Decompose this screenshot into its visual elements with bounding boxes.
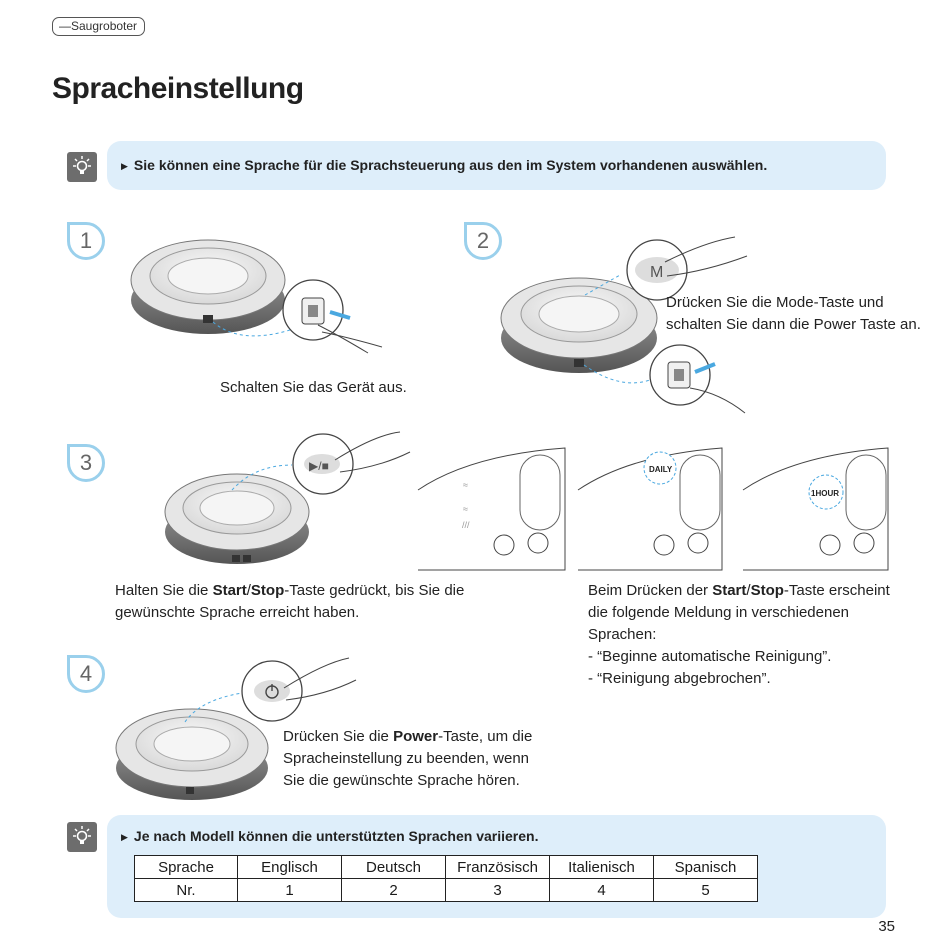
number-cell: 3 (445, 878, 550, 902)
right-caption-line-5: - “Reinigung abgebrochen”. (588, 670, 771, 687)
step-2-number: 2 (464, 222, 502, 260)
language-cell: Spanisch (653, 855, 758, 879)
step-1-number: 1 (67, 222, 105, 260)
control-panel-1: ≈ ≈ /// (417, 447, 566, 571)
step-3-slash: / (246, 582, 251, 599)
step-3-caption-post: -Taste gedrückt, bis Sie die (284, 582, 465, 599)
right-slash: / (746, 582, 751, 599)
step-3-right-caption: Beim Drücken der Start/Stop-Taste ersche… (588, 580, 890, 690)
right-start-label: Start (712, 582, 747, 599)
right-caption-line-3: Sprachen: (588, 626, 657, 643)
number-cell: 2 (341, 878, 446, 902)
step-4-caption: Drücken Sie die Power-Taste, um die Spra… (283, 726, 532, 792)
page-title: Spracheinstellung (52, 72, 304, 105)
mode-key-label: M (650, 264, 663, 281)
right-stop-label: Stop (750, 582, 784, 599)
number-cell: 5 (653, 878, 758, 902)
svg-text:///: /// (462, 520, 470, 530)
right-caption-line-2: die folgende Meldung in verschiedenen (588, 604, 850, 621)
tip-1-text: Sie können eine Sprache für die Sprachst… (133, 157, 768, 173)
step-3-number: 3 (67, 444, 105, 482)
robot-vacuum-step-4 (115, 708, 269, 800)
control-panel-2: DAILY (577, 447, 723, 571)
power-switch-detail-2 (649, 344, 746, 414)
table-row-label: Nr. (134, 878, 238, 902)
svg-text:≈: ≈ (463, 480, 468, 490)
robot-vacuum-step-1 (130, 239, 286, 334)
step-2-caption: Drücken Sie die Mode-Taste und schalten … (666, 292, 921, 336)
power-button-detail (241, 657, 357, 722)
number-cell: 1 (237, 878, 342, 902)
triangle-bullet-icon: ▶ (121, 161, 128, 171)
power-switch-detail-1 (282, 279, 383, 354)
step-4-caption-pre: Drücken Sie die (283, 728, 394, 745)
tip-box-1: ▶ Sie können eine Sprache für die Sprachs… (107, 141, 886, 190)
right-caption-line-4: - “Beginne automatische Reinigung”. (588, 648, 832, 665)
lightbulb-icon (67, 822, 97, 852)
step-4-power-label: Power (393, 728, 439, 745)
step-1-caption: Schalten Sie das Gerät aus. (220, 379, 407, 396)
control-panel-3: 1HOUR (742, 447, 889, 571)
language-table: Sprache Englisch Deutsch Französisch Ita… (134, 855, 758, 902)
step-3-stop-label: Stop (250, 582, 285, 599)
lightbulb-icon (67, 152, 97, 182)
svg-text:▶/■: ▶/■ (309, 459, 329, 473)
step-4-caption-post: -Taste, um die (438, 728, 533, 745)
step-2-caption-line-2: schalten Sie dann die Power Taste an. (666, 316, 921, 333)
step-2-caption-line-1: Drücken Sie die Mode-Taste und (666, 294, 884, 311)
mode-button-detail: M (626, 236, 748, 301)
page-number: 35 (878, 918, 895, 935)
section-tag-label: Saugroboter (71, 19, 138, 33)
robot-vacuum-step-2 (500, 277, 658, 373)
right-caption-post: -Taste erscheint (783, 582, 890, 599)
table-row: Sprache Englisch Deutsch Französisch Ita… (134, 855, 758, 879)
tip-2: ▶ Je nach Modell können die unterstützten… (121, 828, 538, 844)
daily-label: DAILY (649, 465, 673, 474)
step-4-number: 4 (67, 655, 105, 693)
step-4-caption-line-3: Sie die gewünschte Sprache hören. (283, 772, 520, 789)
tip-2-text: Je nach Modell können die unterstützten … (133, 828, 539, 844)
step-3-caption-line-2: gewünschte Sprache erreicht haben. (115, 604, 360, 621)
robot-vacuum-step-3 (164, 473, 310, 564)
hour-label: 1HOUR (811, 489, 839, 498)
svg-text:≈: ≈ (463, 504, 468, 514)
tip-box-2: ▶ Je nach Modell können die unterstützten… (107, 815, 886, 918)
triangle-bullet-icon: ▶ (121, 832, 128, 842)
language-cell: Französisch (445, 855, 550, 879)
number-cell: 4 (549, 878, 654, 902)
table-row: Nr. 1 2 3 4 5 (134, 878, 758, 902)
step-3-start-label: Start (212, 582, 247, 599)
language-cell: Deutsch (341, 855, 446, 879)
language-cell: Italienisch (549, 855, 654, 879)
step-3-caption-pre: Halten Sie die (115, 582, 213, 599)
language-cell: Englisch (237, 855, 342, 879)
step-3-caption: Halten Sie die Start/Stop-Taste gedrückt… (115, 580, 464, 624)
tip-1: ▶ Sie können eine Sprache für die Sprachs… (121, 157, 767, 173)
start-stop-button-detail: ▶/■ (292, 431, 411, 495)
step-4-caption-line-2: Spracheinstellung zu beenden, wenn (283, 750, 530, 767)
table-header-cell: Sprache (134, 855, 238, 879)
section-tag: —Saugroboter (52, 17, 146, 36)
right-caption-pre: Beim Drücken der (588, 582, 713, 599)
